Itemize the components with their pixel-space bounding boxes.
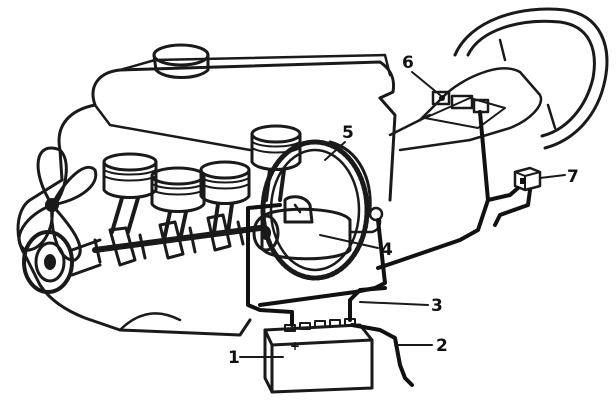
battery: + xyxy=(263,318,374,394)
label-6: 6 xyxy=(402,53,414,73)
leader-lines xyxy=(239,71,566,358)
engine-block xyxy=(16,43,397,337)
piston-1 xyxy=(102,152,158,234)
crankshaft xyxy=(92,213,263,267)
pistons xyxy=(102,124,302,242)
piston-3 xyxy=(199,160,251,234)
fan xyxy=(17,146,98,262)
label-2: 2 xyxy=(436,336,448,356)
starter-motor xyxy=(252,195,384,261)
label-3: 3 xyxy=(431,296,443,316)
callout-labels: 1 2 3 4 5 6 7 xyxy=(228,53,579,368)
flywheel-ring-gear xyxy=(260,139,372,281)
label-5: 5 xyxy=(342,123,354,143)
label-7: 7 xyxy=(567,167,579,187)
label-1: 1 xyxy=(228,348,240,368)
label-4: 4 xyxy=(381,240,393,260)
wiring xyxy=(246,110,532,387)
relay xyxy=(513,166,542,192)
battery-plus-mark: + xyxy=(290,339,300,353)
pulley xyxy=(22,230,102,294)
steering-wheel xyxy=(388,7,609,152)
